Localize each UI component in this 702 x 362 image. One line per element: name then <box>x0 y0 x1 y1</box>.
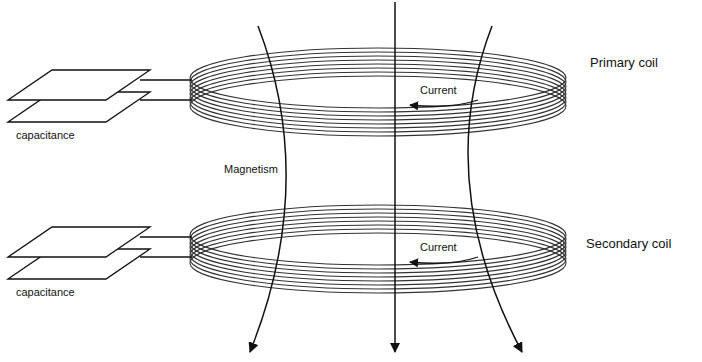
capacitance-label: capacitance <box>14 128 77 143</box>
coil-name: Secondary coil <box>584 236 673 251</box>
primary-coil <box>190 48 566 136</box>
secondary-coil <box>190 205 566 293</box>
coil-name: Primary coil <box>588 55 660 70</box>
field-line <box>250 26 286 352</box>
current-label: Current <box>418 83 459 98</box>
field-axis <box>394 2 396 352</box>
current-label: Current <box>418 240 459 255</box>
capacitor-symbol <box>8 227 192 279</box>
current-arrow <box>410 257 478 263</box>
current-arrow <box>410 100 478 106</box>
capacitance-label: capacitance <box>14 285 77 300</box>
magnetism-label: Magnetism <box>222 162 280 177</box>
capacitor-symbol <box>8 70 192 122</box>
field-line <box>468 26 522 352</box>
